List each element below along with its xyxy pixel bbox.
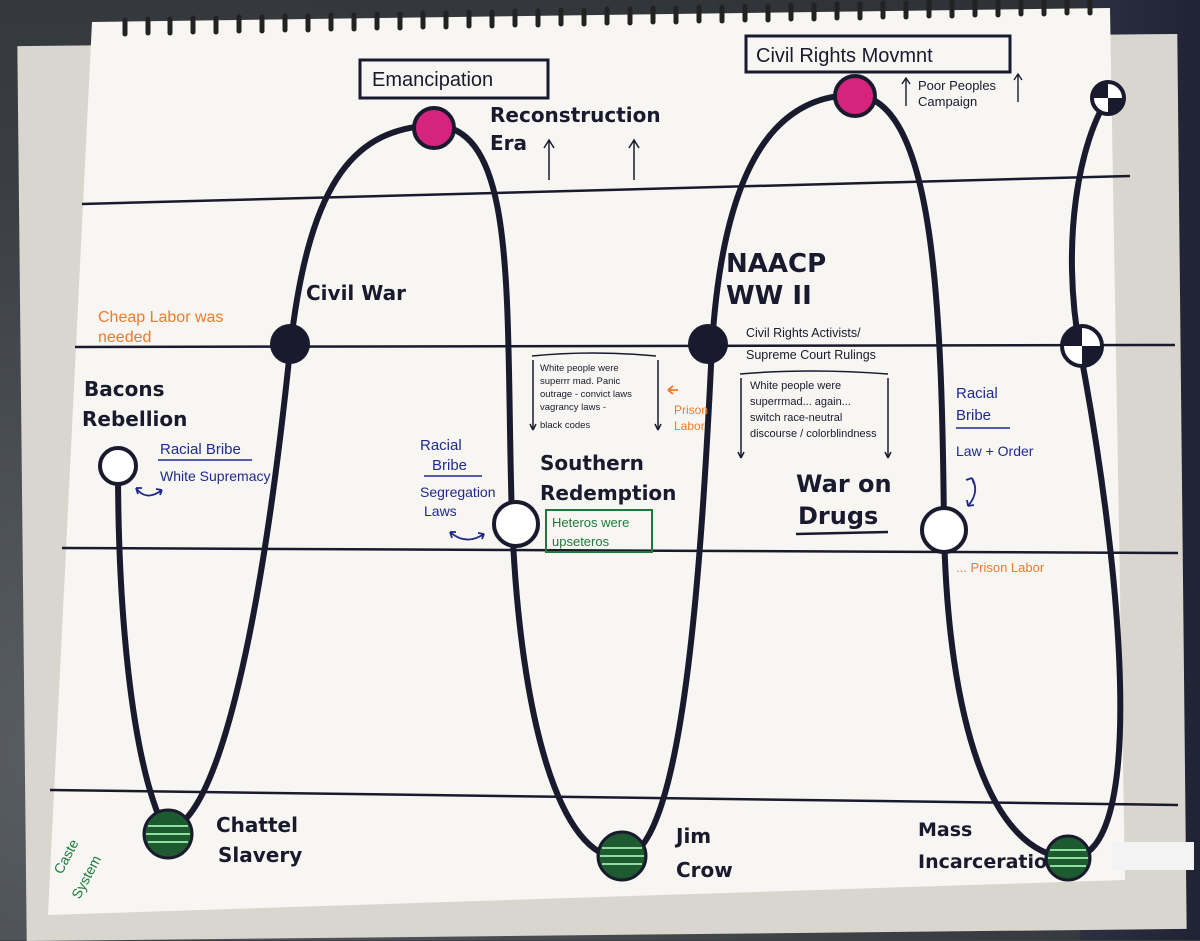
- heteros-label: Heteros were: [552, 515, 629, 530]
- laws-label: Laws: [424, 503, 457, 519]
- racial-bribe-3b: Bribe: [956, 407, 991, 424]
- jim-label: Jim: [674, 824, 711, 848]
- box2-line-3: switch race-neutral: [750, 412, 842, 424]
- segregation-label: Segregation: [420, 484, 496, 500]
- war-on-label: War on: [796, 470, 892, 498]
- southern-label: Southern: [540, 451, 644, 475]
- box1-line-5: black codes: [540, 420, 590, 431]
- naacp-label: NAACP: [726, 249, 826, 279]
- ww2-label: WW II: [726, 281, 812, 311]
- racial-bribe-3a: Racial: [956, 385, 998, 402]
- mass-label: Mass: [918, 819, 972, 841]
- racial-bribe-2a: Racial: [420, 437, 462, 454]
- box1-line-2: superrr mad. Panic: [540, 376, 621, 387]
- poor-peoples-label: Poor Peoples: [918, 78, 997, 93]
- needed-label: needed: [98, 329, 151, 346]
- redemption-label: Redemption: [540, 481, 676, 505]
- supreme-court-label: Supreme Court Rulings: [746, 348, 876, 362]
- southern-redemption-open-circle: [494, 502, 538, 546]
- cheap-labor-label: Cheap Labor was: [98, 309, 223, 326]
- slavery-label: Slavery: [218, 843, 302, 867]
- upseteros-label: upseteros: [552, 534, 610, 549]
- bacons-label: Bacons: [84, 377, 164, 401]
- emancipation-label: Emancipation: [372, 69, 493, 91]
- reconstruction-label: Reconstruction: [490, 103, 661, 127]
- box1-line-1: White people were: [540, 363, 619, 374]
- civil-rights-pink-dot: [835, 76, 875, 116]
- civil-rights-activists-label: Civil Rights Activists/: [746, 326, 861, 340]
- box2-line-1: White people were: [750, 380, 841, 392]
- prison-labor-label-3: ... Prison Labor: [956, 560, 1045, 575]
- war-on-drugs-open-circle: [922, 508, 966, 552]
- civil-war-dot: [270, 324, 310, 364]
- civil-rights-label: Civil Rights Movmnt: [756, 45, 933, 67]
- racial-bribe-2b: Bribe: [432, 457, 467, 474]
- racial-bribe-label-1: Racial Bribe: [160, 441, 241, 458]
- drugs-label: Drugs: [798, 502, 878, 530]
- box2-line-4: discourse / colorblindness: [750, 428, 877, 440]
- law-order-label: Law + Order: [956, 443, 1034, 459]
- chattel-label: Chattel: [216, 813, 298, 837]
- rebellion-label: Rebellion: [82, 407, 187, 431]
- box1-line-3: outrage - convict laws: [540, 389, 632, 400]
- white-supremacy-label: White Supremacy: [160, 468, 270, 484]
- correction-smudge: [1112, 842, 1194, 870]
- box1-line-4: vagrancy laws -: [540, 402, 606, 413]
- emancipation-pink-dot: [414, 108, 454, 148]
- crow-label: Crow: [676, 858, 733, 882]
- civil-war-label: Civil War: [306, 281, 406, 305]
- bacons-open-circle: [100, 448, 136, 484]
- prison-labor-label-1: Prison: [674, 403, 708, 417]
- campaign-label: Campaign: [918, 94, 977, 109]
- prison-labor-label-1b: Labor: [674, 419, 705, 433]
- naacp-dot: [688, 324, 728, 364]
- reconstruction-era-label: Era: [490, 131, 527, 155]
- incarceration-label: Incarceratio: [918, 851, 1047, 873]
- box2-line-2: superrmad... again...: [750, 396, 851, 408]
